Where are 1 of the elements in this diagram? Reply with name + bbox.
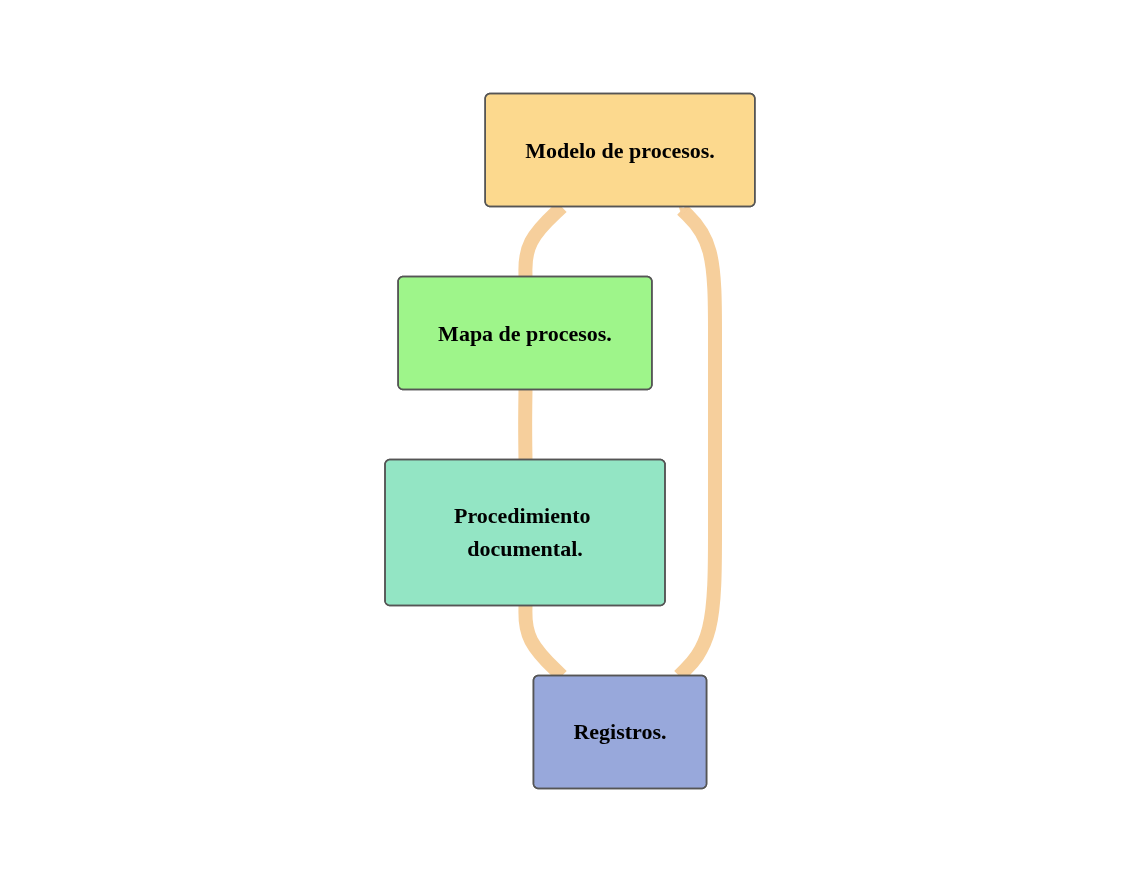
connector — [517, 388, 533, 461]
